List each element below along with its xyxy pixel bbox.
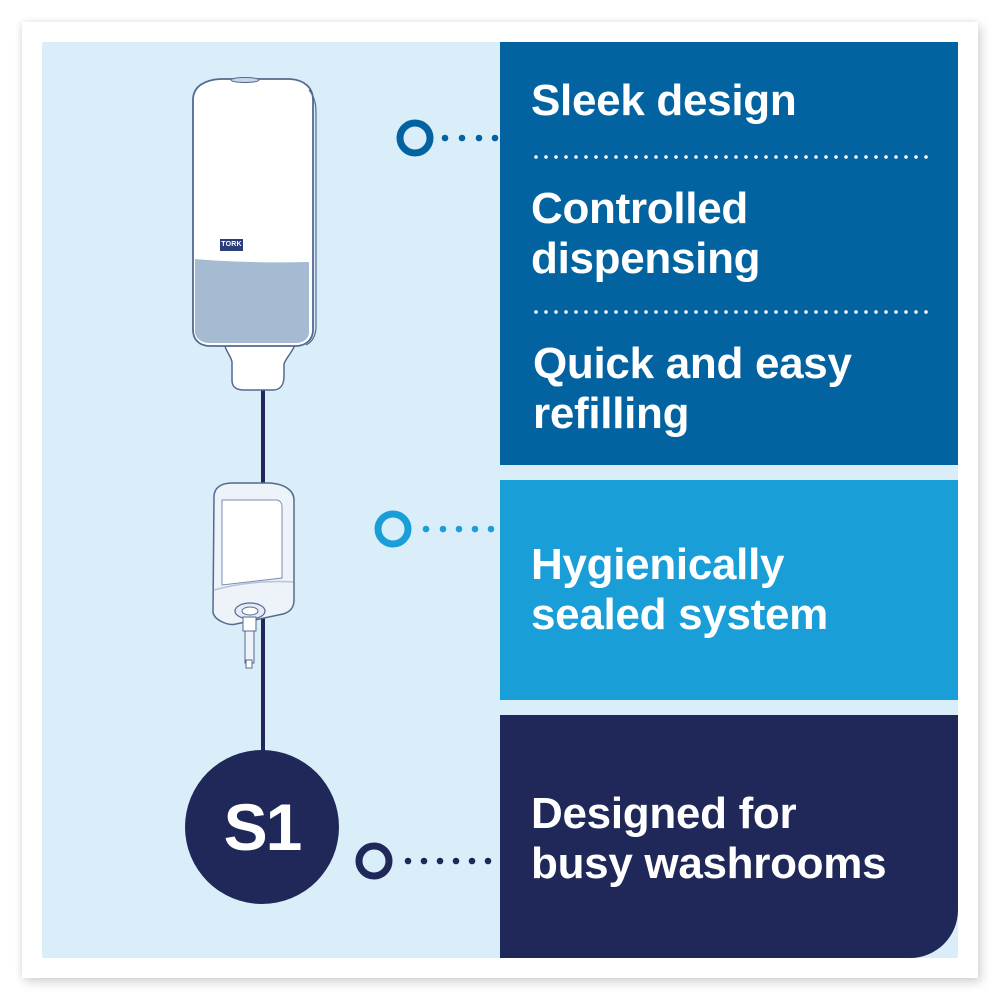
feature-box-navy — [500, 715, 958, 958]
feature-label-line: Hygienically — [531, 540, 785, 589]
ring-connector-icon — [355, 842, 393, 880]
refill-cartridge-icon — [212, 482, 295, 669]
feature-label-line: Sleek design — [531, 76, 797, 125]
s1-badge: S1 — [223, 790, 303, 864]
feature-label-line: dispensing — [531, 234, 761, 283]
feature-label-line: refilling — [533, 389, 690, 438]
feature-label-line: Designed for — [531, 789, 797, 838]
soap-dispenser-icon — [192, 77, 317, 391]
feature-label-line: Controlled — [531, 184, 748, 233]
connector-s1 — [355, 842, 492, 880]
s1-badge-circle — [185, 750, 339, 904]
feature-label-line: sealed system — [531, 590, 828, 639]
feature-label-line: busy washrooms — [531, 839, 887, 888]
connector-dispenser — [396, 119, 499, 157]
feature-controlled-dispensing: Controlled dispensing — [500, 184, 958, 284]
feature-label-line: Quick and easy — [533, 339, 852, 388]
feature-sleek-design: Sleek design — [500, 76, 958, 126]
ring-connector-icon — [396, 119, 434, 157]
feature-box-light-blue — [500, 480, 958, 700]
dotted-divider — [531, 155, 931, 159]
ring-connector-icon — [374, 510, 412, 548]
feature-busy-washrooms: Designed for busy washrooms — [500, 789, 958, 889]
feature-box-dark-blue — [500, 42, 958, 465]
connector-cartridge — [374, 510, 495, 548]
tork-logo: TORK — [220, 239, 243, 251]
feature-quick-refilling: Quick and easy refilling — [500, 339, 958, 439]
dotted-divider — [531, 310, 931, 314]
feature-hygienically-sealed: Hygienically sealed system — [500, 540, 958, 640]
